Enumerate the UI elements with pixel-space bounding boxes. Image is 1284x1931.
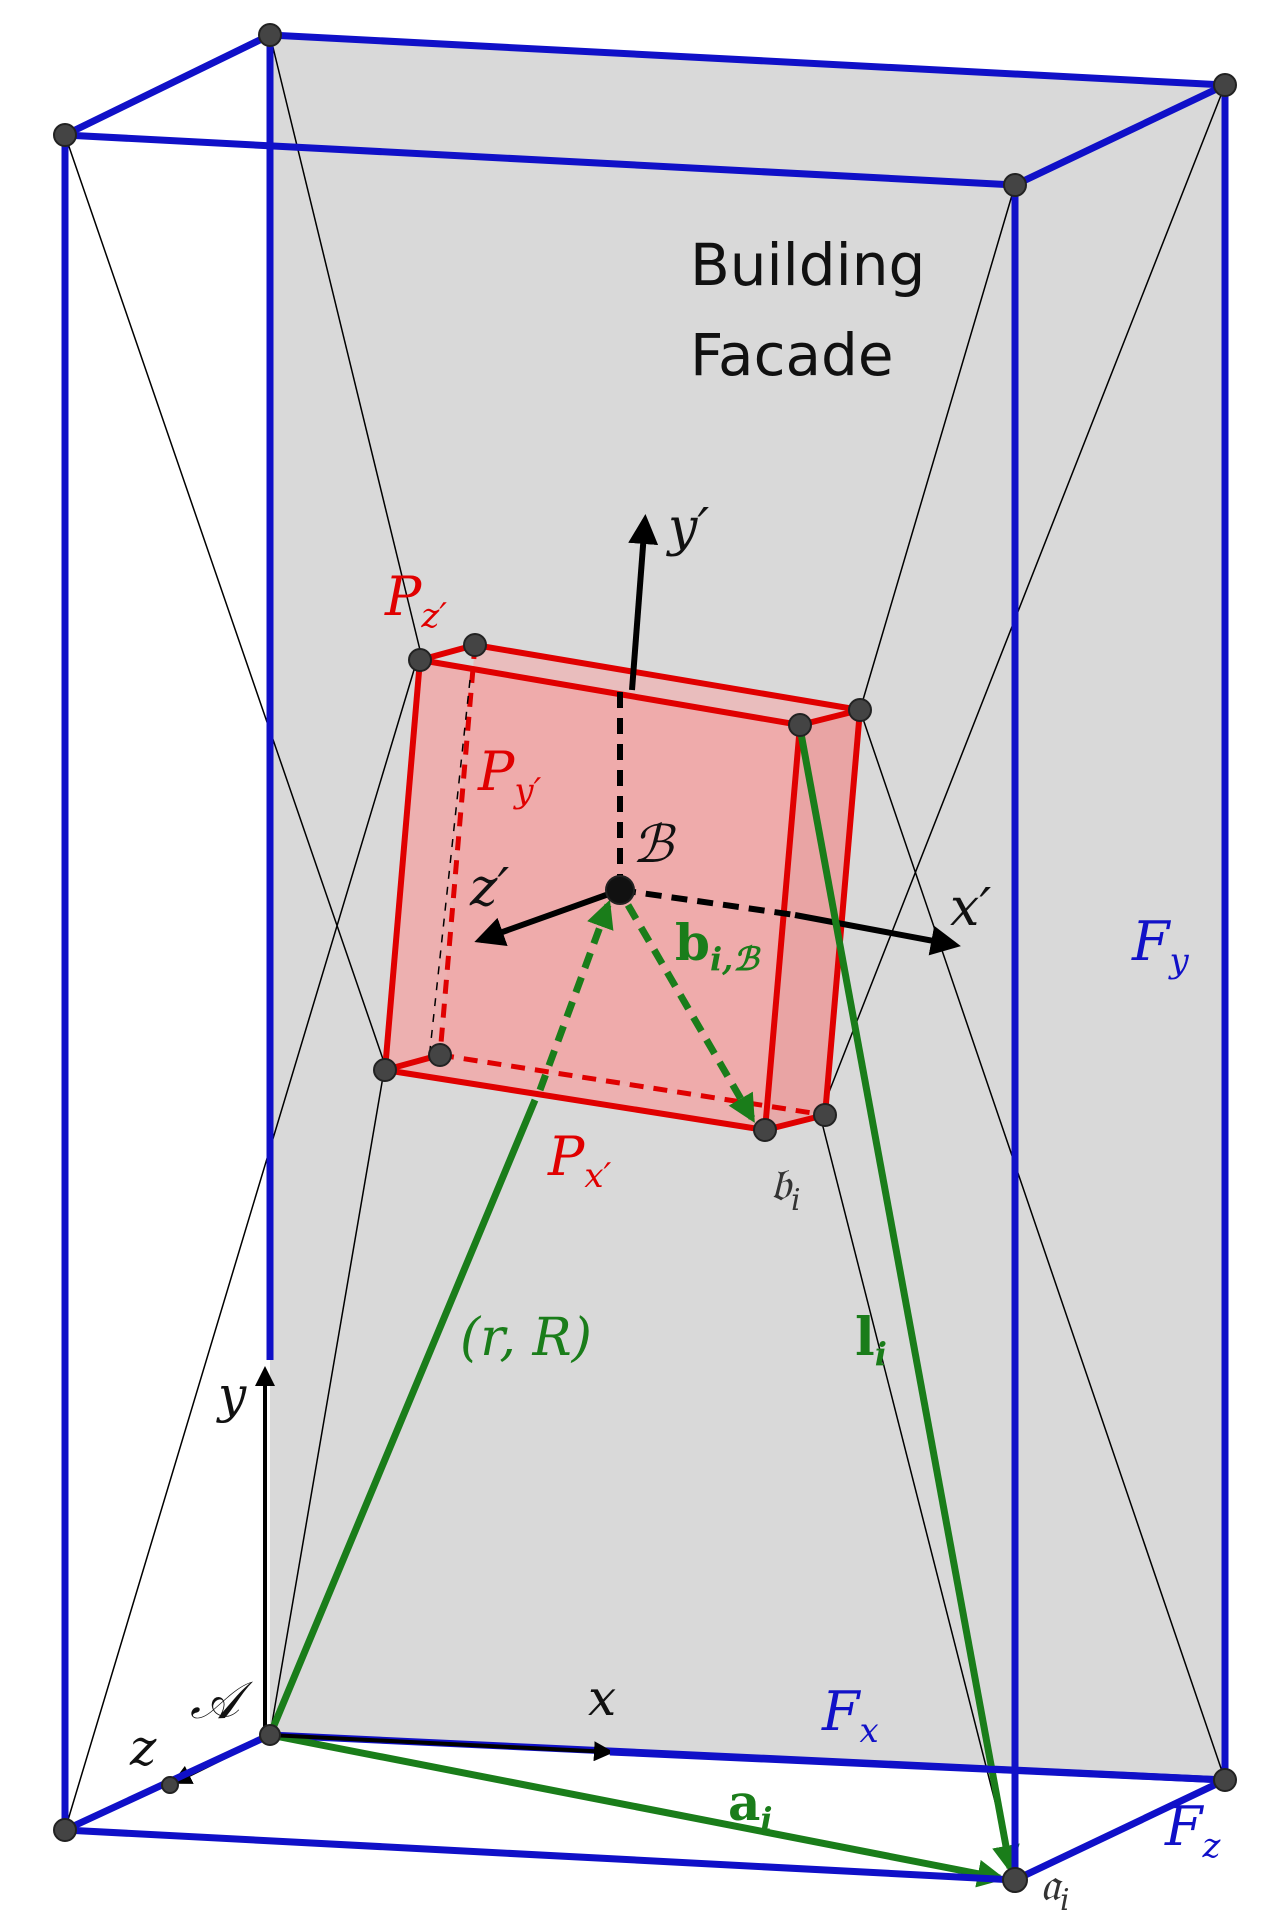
bib-label: bi,ℬ bbox=[675, 913, 761, 978]
vertex-bi bbox=[753, 1118, 777, 1142]
local-axes bbox=[474, 514, 961, 956]
Fz-label: Fz bbox=[1164, 1795, 1221, 1866]
vertex-platform bbox=[373, 1058, 397, 1082]
facade-label-line2: Facade bbox=[690, 321, 894, 389]
vertex-frame bbox=[1213, 1768, 1237, 1792]
facade-label-line1: Building bbox=[690, 231, 925, 299]
Pz-label: Pz′ bbox=[384, 565, 447, 636]
vertex-frame bbox=[1003, 173, 1027, 197]
Fy-label: Fy bbox=[1131, 910, 1189, 981]
platform-box bbox=[382, 642, 863, 1133]
vertex-frame bbox=[53, 123, 77, 147]
Px-label: Px′ bbox=[547, 1125, 612, 1196]
x-label: x bbox=[588, 1669, 616, 1727]
vertex-A bbox=[259, 1724, 281, 1746]
avec-label: ai bbox=[728, 1773, 773, 1838]
vertex-platform bbox=[848, 698, 872, 722]
vertex-frame bbox=[258, 23, 282, 47]
platform-front-face bbox=[385, 660, 800, 1130]
vertex-ai bbox=[1002, 1867, 1028, 1893]
li-label: li bbox=[855, 1307, 887, 1373]
rR-label: (r, R) bbox=[460, 1308, 592, 1368]
diagonal-guide-lines bbox=[64, 34, 1226, 1881]
vertices bbox=[53, 23, 1237, 1893]
Py-label: Py′ bbox=[477, 740, 542, 811]
z-label: z bbox=[129, 1719, 157, 1777]
vertex-frame bbox=[1213, 73, 1237, 97]
vertex-platform bbox=[428, 1043, 452, 1067]
A-label: 𝒜 bbox=[190, 1671, 254, 1731]
vertex-frame bbox=[53, 1818, 77, 1842]
cables bbox=[266, 727, 1020, 1888]
zprime-label: z′ bbox=[469, 858, 509, 918]
ai-label: 𝔞i bbox=[1040, 1857, 1070, 1918]
vertex-z-axis bbox=[161, 1776, 179, 1794]
vertex-B bbox=[605, 875, 635, 905]
frame-front-edges bbox=[61, 31, 1227, 1884]
Fx-label: Fx bbox=[821, 1680, 879, 1751]
y-label: y bbox=[216, 1366, 247, 1424]
yprime-label: y′ bbox=[666, 498, 709, 558]
vertex-platform bbox=[408, 648, 432, 672]
bi-label: 𝔟i bbox=[770, 1157, 801, 1218]
B-label: ℬ bbox=[632, 815, 676, 875]
vertex-platform bbox=[463, 633, 487, 657]
vertex-platform bbox=[788, 713, 812, 737]
xprime-label: x′ bbox=[950, 878, 991, 938]
vertex-platform bbox=[813, 1103, 837, 1127]
